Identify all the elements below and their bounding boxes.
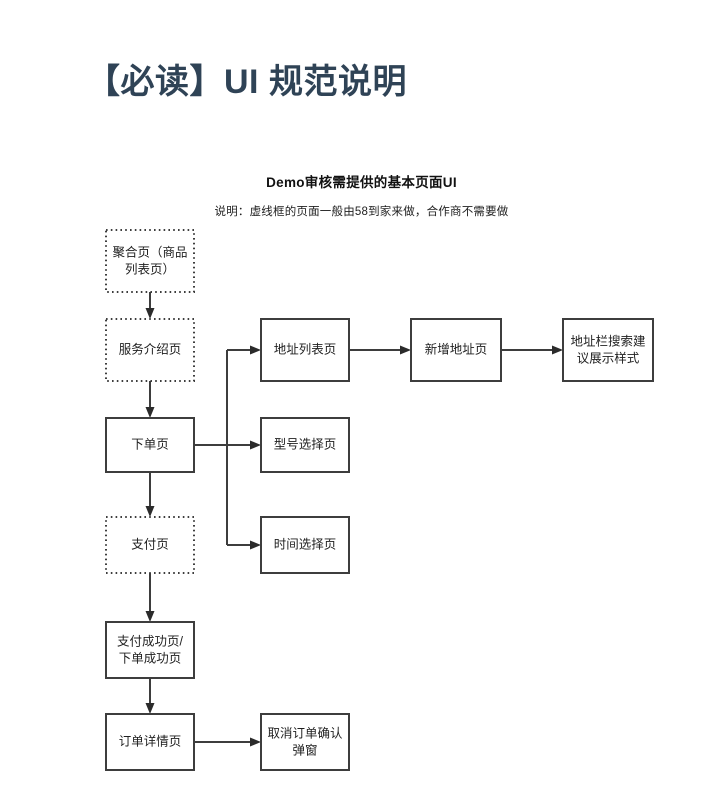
flow-arrow-service-intro — [145, 308, 155, 319]
flow-node-box — [260, 417, 350, 473]
flow-arrow-address-add — [400, 345, 411, 355]
flow-node-success: 支付成功页/下单成功页 — [105, 621, 195, 679]
flow-node-service-intro: 服务介绍页 — [105, 318, 195, 382]
flow-arrow-cancel-confirm — [250, 737, 261, 747]
flow-arrow-success — [145, 611, 155, 622]
flow-arrow-address-list — [250, 345, 261, 355]
chart-note: 说明：虚线框的页面一般由58到家来做，合作商不需要做 — [214, 206, 509, 218]
flow-node-box — [410, 318, 502, 382]
flow-node-box — [260, 516, 350, 574]
flow-node-label: 服务介绍页 — [119, 341, 182, 356]
flow-node-label: 地址列表页 — [274, 342, 337, 356]
flow-node-label: 地址栏搜索建 — [570, 333, 646, 348]
flow-node-label: 聚合页（商品 — [112, 244, 187, 259]
flow-node-label: 取消订单确认 — [267, 726, 343, 740]
flow-node-box — [105, 229, 195, 293]
flow-node-label: 支付页 — [131, 537, 169, 551]
page-title: 【必读】UI 规范说明 — [86, 63, 407, 101]
flow-arrow-address-search — [552, 345, 563, 355]
flow-node-box — [105, 417, 195, 473]
flow-node-label: 时间选择页 — [274, 537, 337, 551]
flow-node-time-select: 时间选择页 — [260, 516, 350, 574]
flow-node-box — [260, 713, 350, 771]
flow-node-label: 新增地址页 — [425, 341, 488, 356]
flow-node-model-select: 型号选择页 — [260, 417, 350, 473]
flow-node-address-add: 新增地址页 — [410, 318, 502, 382]
flow-arrow-payment — [145, 506, 155, 517]
flow-node-label: 支付成功页/ — [117, 634, 184, 648]
flow-arrow-order-create — [145, 407, 155, 418]
flow-node-label-line2: 议展示样式 — [577, 350, 640, 365]
chart-heading: Demo审核需提供的基本页面UI — [266, 175, 457, 190]
flow-node-box — [105, 621, 195, 679]
flowchart-edges — [145, 292, 563, 747]
flow-node-box — [562, 318, 654, 382]
flow-node-box — [260, 318, 350, 382]
flow-node-box — [105, 318, 195, 382]
flow-node-box — [105, 516, 195, 574]
flow-arrow-order-detail — [145, 703, 155, 714]
flow-node-label-line2: 弹窗 — [292, 743, 317, 757]
flow-node-label: 下单页 — [131, 437, 169, 451]
flow-node-address-list: 地址列表页 — [260, 318, 350, 382]
flow-node-label: 型号选择页 — [274, 437, 337, 451]
flow-arrow-time-select — [250, 540, 261, 550]
flow-arrow-model-select — [250, 440, 261, 450]
flow-node-label: 订单详情页 — [119, 733, 182, 748]
flow-node-order-detail: 订单详情页 — [105, 713, 195, 771]
flow-node-label-line2: 列表页） — [125, 262, 175, 276]
flow-node-payment: 支付页 — [105, 516, 195, 574]
flow-node-order-create: 下单页 — [105, 417, 195, 473]
flow-node-box — [105, 713, 195, 771]
flow-node-label-line2: 下单成功页 — [119, 651, 182, 665]
